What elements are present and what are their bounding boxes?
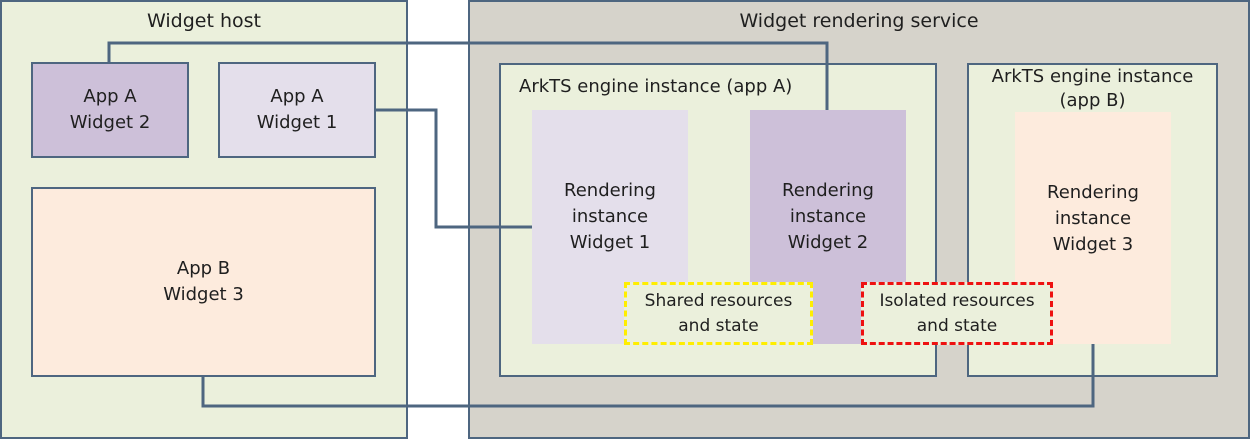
widget-label-line1: App A bbox=[83, 86, 137, 107]
rendering-service-title: Widget rendering service bbox=[739, 10, 979, 32]
connector-widget-2 bbox=[107, 41, 829, 110]
instance-label-line2: instance bbox=[571, 206, 649, 227]
instance-label-line3: Widget 1 bbox=[569, 232, 651, 253]
widget-label-line2: Widget 3 bbox=[163, 284, 244, 305]
isolated-label-line2: and state bbox=[916, 315, 998, 336]
instance-label-line3: Widget 2 bbox=[787, 232, 869, 253]
instance-label-line3: Widget 3 bbox=[1052, 234, 1134, 255]
engine-b-title-line1: ArkTS engine instance bbox=[991, 66, 1194, 87]
instance-label-line1: Rendering bbox=[564, 180, 656, 201]
instance-label-line1: Rendering bbox=[1047, 182, 1139, 203]
app-a-widget-2: App A Widget 2 bbox=[31, 62, 189, 158]
shared-resources-box: Shared resources and state bbox=[624, 282, 813, 345]
widget-label-line2: Widget 1 bbox=[256, 112, 338, 133]
isolated-resources-box: Isolated resources and state bbox=[861, 282, 1053, 345]
connector-widget-3 bbox=[201, 344, 1095, 408]
widget-label-line2: Widget 2 bbox=[69, 112, 151, 133]
shared-label-line1: Shared resources bbox=[644, 290, 793, 311]
connector-widget-1 bbox=[376, 108, 532, 229]
instance-label-line2: instance bbox=[1054, 208, 1132, 229]
widget-label-line1: App B bbox=[176, 258, 231, 279]
engine-b-title-line2: (app B) bbox=[1059, 90, 1126, 111]
widget-label-line1: App A bbox=[270, 86, 324, 107]
widget-host-title: Widget host bbox=[147, 10, 261, 32]
engine-a-title: ArkTS engine instance (app A) bbox=[519, 76, 793, 97]
shared-label-line2: and state bbox=[678, 315, 759, 336]
isolated-label-line1: Isolated resources bbox=[879, 290, 1035, 311]
app-a-widget-1: App A Widget 1 bbox=[218, 62, 376, 158]
engine-b-title: ArkTS engine instance (app B) bbox=[967, 65, 1218, 113]
instance-label-line2: instance bbox=[789, 206, 867, 227]
app-b-widget-3: App B Widget 3 bbox=[31, 187, 376, 377]
instance-label-line1: Rendering bbox=[782, 180, 874, 201]
